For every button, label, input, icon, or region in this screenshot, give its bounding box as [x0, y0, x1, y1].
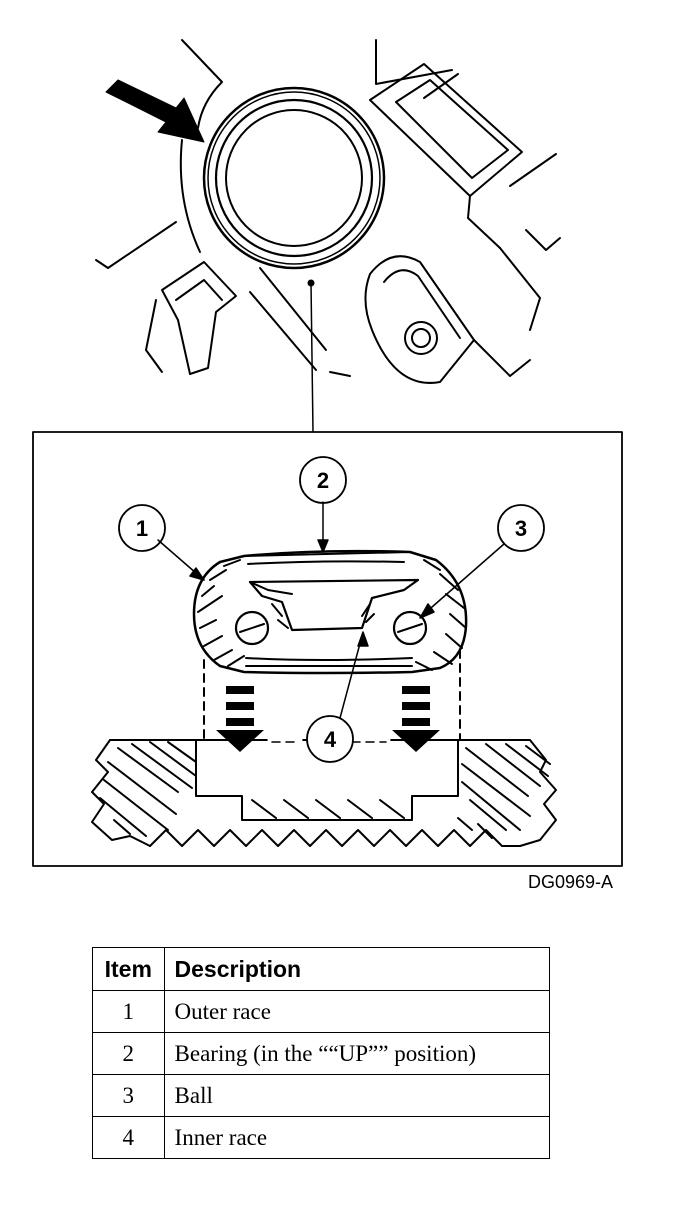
- legend-item-description: Inner race: [163, 1116, 551, 1159]
- legend-header-description: Description: [163, 947, 551, 991]
- down-arrow-right-icon: [392, 686, 440, 752]
- table-row: 1 Outer race: [92, 990, 551, 1033]
- callout-4-label: 4: [324, 727, 337, 752]
- down-arrow-left-icon: [216, 686, 264, 752]
- callout-2-label: 2: [317, 468, 329, 493]
- bore-section: [91, 739, 557, 847]
- bearing-installation-diagram: 1 2 3 4: [32, 39, 623, 867]
- legend-item-number: 1: [92, 990, 165, 1033]
- detail-inset-frame: [32, 431, 623, 867]
- callout-1-circle: [118, 504, 166, 552]
- figure-id: DG0969-A: [528, 872, 614, 892]
- callout-1-label: 1: [136, 516, 148, 541]
- table-row: 3 Ball: [92, 1074, 551, 1117]
- legend-item-description: Ball: [163, 1074, 551, 1117]
- legend-item-description: Outer race: [163, 990, 551, 1033]
- callout-leaders: [157, 501, 505, 719]
- legend-item-number: 3: [92, 1074, 165, 1117]
- callout-4-circle: [306, 715, 354, 763]
- table-row: 4 Inner race: [92, 1116, 551, 1159]
- legend-header-row: Item Description: [92, 947, 551, 991]
- legend-item-number: 2: [92, 1032, 165, 1075]
- legend-item-description: Bearing (in the ““UP”” position): [163, 1032, 551, 1075]
- callout-2-circle: [299, 456, 347, 504]
- legend-header-item: Item: [92, 947, 165, 991]
- callout-3-label: 3: [515, 516, 527, 541]
- bearing-cross-section: [192, 549, 468, 675]
- housing-illustration: [95, 39, 561, 433]
- arrow-indicator-icon: [105, 79, 205, 143]
- legend-item-number: 4: [92, 1116, 165, 1159]
- table-row: 2 Bearing (in the ““UP”” position): [92, 1032, 551, 1075]
- callout-3-circle: [497, 504, 545, 552]
- legend-table: Item Description 1 Outer race 2 Bearing …: [92, 947, 551, 1159]
